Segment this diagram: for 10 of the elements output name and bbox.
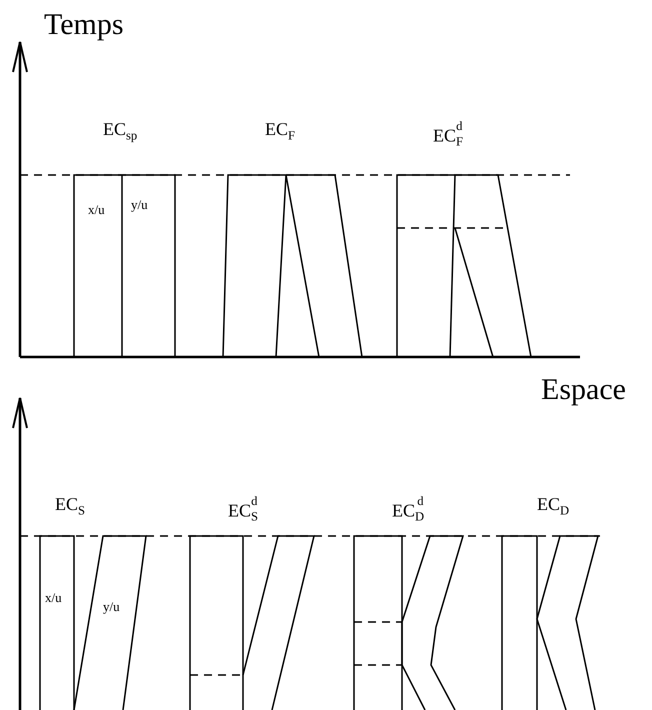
- region-label: EC$_{S}$: [55, 495, 86, 517]
- axis-label: Temps: [44, 10, 124, 40]
- column-label: y/u: [131, 198, 148, 211]
- column-label: y/u: [103, 600, 120, 613]
- region-label: EC$_{F}$: [265, 120, 296, 142]
- region-label: EC$_{D}$: [537, 495, 570, 517]
- region-label: EC$_{sp}$: [103, 120, 138, 142]
- column-label: x/u: [88, 203, 105, 216]
- column-label: x/u: [45, 591, 62, 604]
- axis-label: Espace: [541, 375, 626, 405]
